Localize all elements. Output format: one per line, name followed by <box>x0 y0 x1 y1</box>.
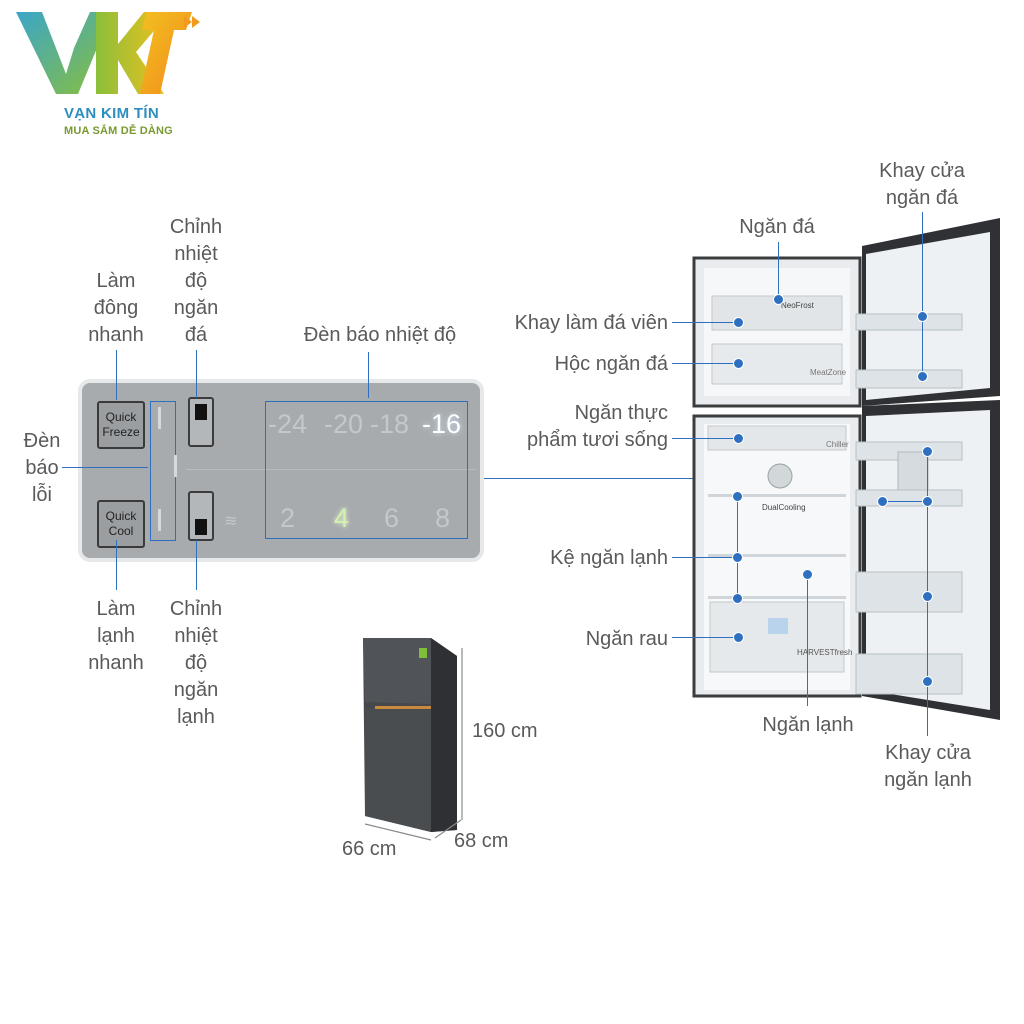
freezer-temp-value: -20 <box>324 409 364 439</box>
leader-line <box>116 350 117 400</box>
leader-line <box>922 212 923 376</box>
fridge-dimension-figure <box>363 638 463 841</box>
leader-line <box>672 322 738 323</box>
callout-dot <box>922 676 933 687</box>
callout-dot <box>922 446 933 457</box>
label-ngan-rau: Ngăn rau <box>585 628 668 650</box>
vkt-logo-icon <box>16 12 200 94</box>
dimension-height: 160 cm <box>472 720 538 742</box>
callout-dot <box>922 591 933 602</box>
mark-meatzone: MeatZone <box>810 368 847 377</box>
leader-line <box>882 501 928 502</box>
mark-chiller: Chiller <box>826 440 849 449</box>
callout-dot <box>733 433 744 444</box>
open-fridge-figure <box>692 218 1000 720</box>
leader-line <box>62 467 148 468</box>
control-panel: Quick Freeze Quick Cool ≋ -24 -20 -18 -1… <box>78 379 484 562</box>
callout-dot <box>877 496 888 507</box>
leader-line <box>116 540 117 590</box>
label-hoc-ngan-da: Hộc ngăn đá <box>554 353 668 375</box>
callout-dot <box>732 593 743 604</box>
callout-dot <box>922 496 933 507</box>
indicator-bar <box>158 509 161 531</box>
freezer-temp-value: -24 <box>268 409 308 439</box>
error-indicator-box <box>150 401 176 541</box>
label-ke-ngan-lanh: Kệ ngăn lạnh <box>550 547 668 569</box>
leader-line <box>196 540 197 590</box>
indicator-bar <box>158 407 161 429</box>
callout-dot <box>733 358 744 369</box>
dimension-width: 66 cm <box>342 838 397 860</box>
callout-dot <box>773 294 784 305</box>
fridge-temp-value: 6 <box>384 503 400 533</box>
brand-name: VẠN KIM TÍN <box>64 105 159 122</box>
fridge-temp-value: 8 <box>435 503 451 533</box>
mark-neofrost: NeoFrost <box>781 301 814 310</box>
leader-line <box>196 350 197 398</box>
callout-dot <box>733 632 744 643</box>
leader-line <box>672 438 738 439</box>
indicator-bar <box>174 455 177 477</box>
brand-logo: VẠN KIM TÍN MUA SẮM DỄ DÀNG <box>14 8 204 138</box>
brand-tagline: MUA SẮM DỄ DÀNG <box>64 125 173 137</box>
callout-dot <box>917 311 928 322</box>
panel-to-fridge-line <box>484 478 700 479</box>
lock-icon: ≋ <box>224 513 238 530</box>
callout-dot <box>917 371 928 382</box>
leader-line <box>672 637 738 638</box>
fridge-temp-active: 4 <box>334 503 350 533</box>
leader-line <box>737 496 738 600</box>
leader-line <box>807 578 808 706</box>
mark-dualcooling: DualCooling <box>762 503 806 512</box>
dimension-depth: 68 cm <box>454 830 509 852</box>
quick-freeze-button[interactable]: Quick Freeze <box>97 401 145 449</box>
fridge-temp-button[interactable] <box>188 491 214 541</box>
freezer-temp-button[interactable] <box>188 397 214 447</box>
fridge-temp-value: 2 <box>280 503 296 533</box>
quick-cool-button[interactable]: Quick Cool <box>97 500 145 548</box>
panel-divider <box>186 469 476 470</box>
leader-line <box>368 352 369 398</box>
mark-harvestfresh: HARVESTfresh <box>797 648 853 657</box>
leader-line <box>778 242 779 298</box>
leader-line <box>672 363 738 364</box>
callout-dot <box>732 552 743 563</box>
leader-line <box>672 557 738 558</box>
label-khay-lam-da-vien: Khay làm đá viên <box>514 312 668 334</box>
label-den-bao-nhiet-do: Đèn báo nhiệt độ <box>303 324 457 346</box>
freezer-temp-value: -18 <box>370 409 410 439</box>
freezer-temp-active: -16 <box>422 409 462 439</box>
callout-dot <box>802 569 813 580</box>
callout-dot <box>733 317 744 328</box>
label-ngan-da: Ngăn đá <box>739 216 815 238</box>
label-ngan-lanh: Ngăn lạnh <box>762 714 854 736</box>
temperature-display-box <box>265 401 468 539</box>
callout-dot <box>732 491 743 502</box>
